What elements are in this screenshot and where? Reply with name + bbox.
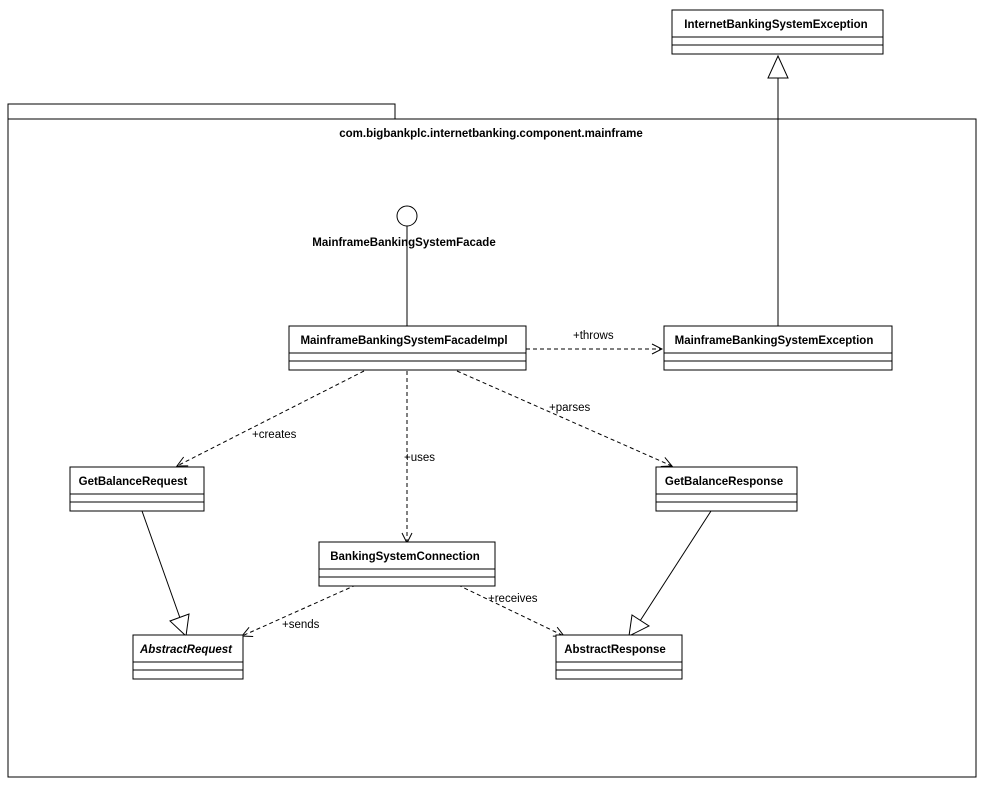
class-box — [132, 634, 244, 680]
request-generalization-arrowhead — [169, 613, 190, 638]
class-box — [288, 325, 527, 371]
class-get-balance-request: GetBalanceRequest — [69, 466, 205, 512]
exception-generalization-arrowhead — [767, 54, 789, 79]
class-mainframe-banking-system-exception: MainframeBankingSystemException — [663, 325, 893, 371]
class-name: GetBalanceResponse — [665, 476, 783, 488]
class-mainframe-banking-system-facade-impl: MainframeBankingSystemFacadeImpl — [288, 325, 527, 371]
class-box — [655, 466, 798, 512]
relationship-labels: +throws +creates +uses +parses +sends +r… — [252, 330, 614, 631]
class-get-balance-response: GetBalanceResponse — [655, 466, 798, 512]
parses-label: +parses — [549, 402, 590, 414]
class-name: BankingSystemConnection — [330, 551, 480, 563]
class-name: GetBalanceRequest — [79, 476, 188, 488]
class-name: InternetBankingSystemException — [684, 19, 867, 31]
interface-facade: MainframeBankingSystemFacade — [312, 205, 496, 249]
class-banking-system-connection: BankingSystemConnection — [318, 541, 496, 587]
class-name: MainframeBankingSystemFacadeImpl — [300, 335, 507, 347]
relationships — [141, 54, 789, 638]
class-abstract-request: AbstractRequest — [132, 634, 244, 680]
package-tab — [7, 103, 396, 120]
response-generalization-line — [639, 510, 712, 622]
throws-label: +throws — [573, 330, 614, 342]
package-name: com.bigbankplc.internetbanking.component… — [339, 128, 643, 140]
class-name: MainframeBankingSystemException — [675, 335, 874, 347]
class-box — [671, 9, 884, 55]
interface-circle-icon — [396, 205, 418, 227]
interface-name: MainframeBankingSystemFacade — [312, 237, 495, 249]
sends-label: +sends — [282, 619, 320, 631]
class-box — [318, 541, 496, 587]
creates-label: +creates — [252, 429, 297, 441]
class-name: AbstractRequest — [139, 644, 233, 656]
receives-dependency — [457, 584, 564, 636]
receives-label: +receives — [488, 593, 538, 605]
request-generalization-line — [141, 510, 181, 619]
class-name: AbstractResponse — [564, 644, 666, 656]
class-internet-banking-system-exception: InternetBankingSystemException — [671, 9, 884, 55]
uses-label: +uses — [404, 452, 435, 464]
class-box — [663, 325, 893, 371]
class-box — [69, 466, 205, 512]
class-abstract-response: AbstractResponse — [555, 634, 683, 680]
response-generalization-arrowhead — [628, 614, 651, 637]
class-box — [555, 634, 683, 680]
